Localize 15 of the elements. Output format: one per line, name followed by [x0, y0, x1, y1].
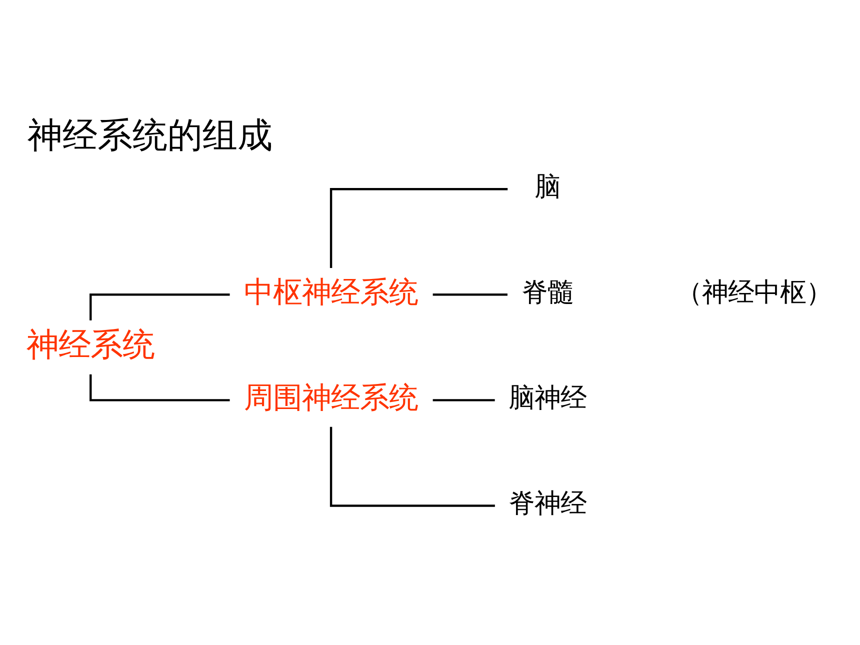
node-text: 中枢神经系统 [244, 274, 418, 309]
node-text: 脑神经 [508, 384, 586, 414]
node-text: 脊神经 [508, 489, 586, 520]
node-text: 脑 [534, 172, 560, 203]
node-text: 脊髓 [521, 278, 574, 308]
label: （神经中枢） [676, 278, 832, 308]
node-text: 周围神经系统 [244, 380, 418, 415]
diagram-title: 神经系统的组成 [27, 114, 272, 156]
connector [432, 399, 495, 402]
node-text: 神经系统 [26, 326, 155, 364]
connector [432, 294, 508, 296]
connector [90, 374, 230, 402]
connector [90, 294, 230, 320]
connector [330, 188, 508, 268]
connector [330, 426, 495, 507]
